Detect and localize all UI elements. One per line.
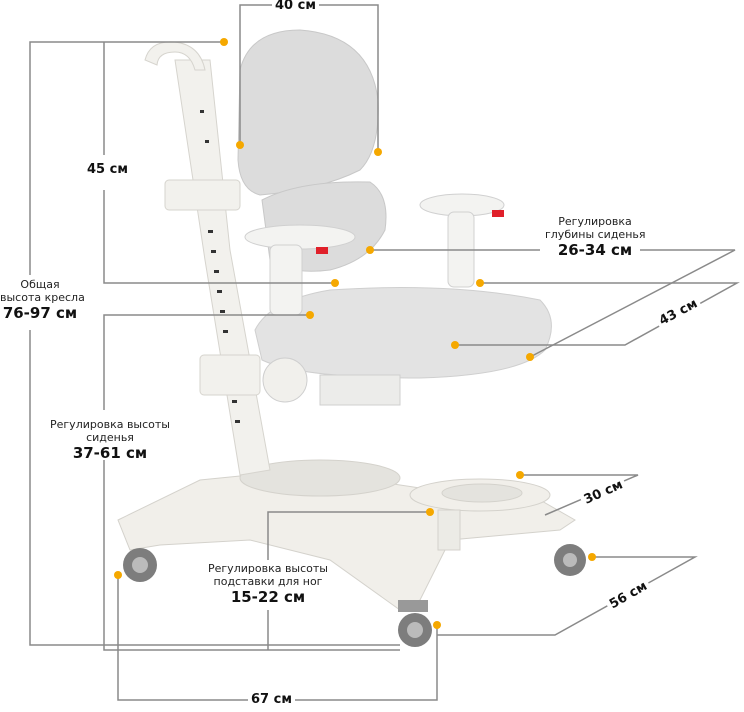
backrest xyxy=(237,29,387,272)
backrest-width-label: 40 см xyxy=(272,0,319,13)
footrest-height-line1: Регулировка высоты xyxy=(208,562,328,575)
footrest xyxy=(409,478,551,551)
footrest-height-label: Регулировка высоты подставки для ног 15-… xyxy=(208,562,328,606)
seat xyxy=(254,287,552,406)
total-height-line1: Общая xyxy=(20,278,60,291)
chair-column xyxy=(144,41,271,476)
seat-depth-value: 26-34 см xyxy=(557,241,633,260)
seat-height-label: Регулировка высоты сиденья 37-61 см xyxy=(50,418,170,462)
measurement-dots xyxy=(114,38,596,629)
seat-depth-line2: глубины сиденья xyxy=(545,228,646,242)
backrest-height-label: 45 см xyxy=(84,162,131,177)
seat-depth-label: Регулировка глубины сиденья 26-34 см xyxy=(545,215,646,260)
seat-height-line1: Регулировка высоты xyxy=(50,418,170,431)
total-height-label: Общая высота кресла 76-97 см xyxy=(0,278,85,323)
casters xyxy=(123,544,586,647)
seat-depth-line1: Регулировка xyxy=(558,215,632,228)
seat-height-line2: сиденья xyxy=(86,431,134,445)
column-holes xyxy=(200,110,240,423)
total-height-value: 76-97 см xyxy=(2,304,78,323)
footrest-height-value: 15-22 см xyxy=(230,588,306,607)
footrest-height-line2: подставки для ног xyxy=(213,575,323,589)
base-width-label: 67 см xyxy=(248,692,295,707)
seat-height-value: 37-61 см xyxy=(72,444,148,463)
total-height-line2: высота кресла xyxy=(0,291,85,305)
